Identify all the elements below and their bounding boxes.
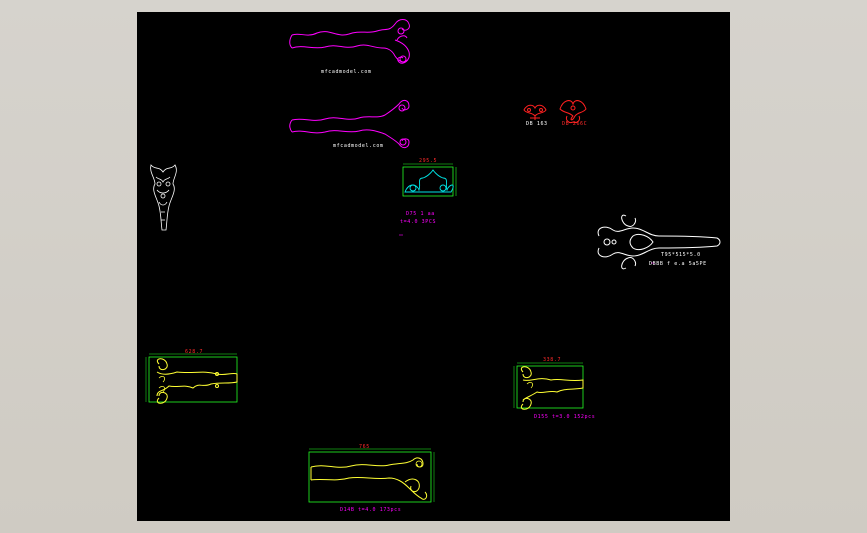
- right-yellow-dimension: 338.7: [543, 357, 562, 363]
- hinge-top-caption: mfcadmodel.com: [321, 69, 372, 75]
- bottom-yellow-dimension: 765: [359, 444, 370, 450]
- red-ornament-left: [523, 104, 547, 120]
- magenta-hinge-middle: [289, 99, 410, 149]
- yellow-hinge-bottom: [308, 448, 435, 503]
- yellow-hinge-right: [513, 362, 584, 410]
- hinge-middle-caption: mfcadmodel.com: [333, 143, 384, 149]
- cyan-part-spec: t=4.0 3PCS: [400, 219, 437, 225]
- drawing-canvas[interactable]: mfcadmodel.com mfcadmodel.com DB 163 DB …: [137, 12, 730, 521]
- cyan-ornament-group: [402, 163, 457, 197]
- magenta-hinge-top: [289, 19, 410, 64]
- cyan-dimension: 295.5: [419, 158, 438, 164]
- white-horizontal-ornament: [597, 214, 721, 270]
- right-yellow-caption: D155 t=3.0 152pcs: [534, 414, 596, 420]
- drawing-svg: [145, 19, 721, 503]
- red-left-caption: DB 163: [526, 121, 548, 127]
- white-tall-ornament: [150, 164, 177, 231]
- white-part-spec: DBBB f e.a 5a5PE: [649, 261, 707, 267]
- red-ornament-right: [559, 100, 587, 123]
- bottom-yellow-caption: D14B t=4.0 173pcs: [340, 507, 402, 513]
- cyan-part-code: D75 1 aa: [406, 211, 435, 217]
- yellow-hinge-left: [145, 353, 238, 404]
- red-right-caption: DB 266C: [562, 121, 588, 127]
- magenta-dimension-marks: [399, 234, 655, 264]
- left-yellow-dimension: 628.7: [185, 349, 204, 355]
- white-part-code: T95*515*5.0: [661, 252, 701, 258]
